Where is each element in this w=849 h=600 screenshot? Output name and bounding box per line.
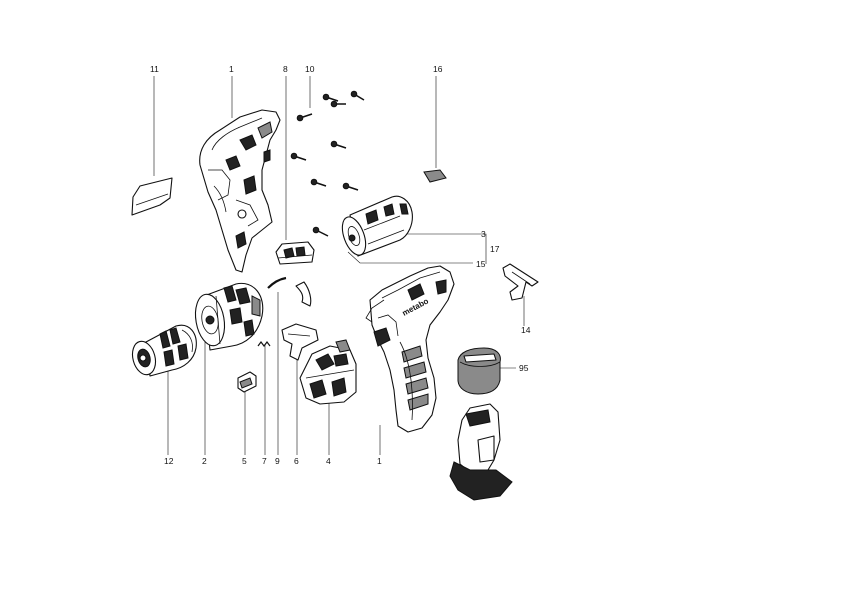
part-label-1-bottom: 1 [377,456,382,466]
part-label-2: 2 [202,456,207,466]
part-1-housing-right-half: metabo [365,265,455,433]
screw [330,100,346,108]
part-3-motor [341,195,413,257]
part-label-6: 6 [294,456,299,466]
leader-17-bracket [478,233,487,264]
part-5-slider [237,371,257,393]
part-2-gearbox [194,282,264,351]
part-label-11: 11 [150,64,159,74]
part-7-spring [257,341,271,347]
screw [330,140,347,149]
battery-pack [449,403,513,501]
part-10-screws [290,90,365,237]
part-label-12: 12 [164,456,174,466]
part-label-14: 14 [521,325,531,335]
part-4-electronic-switch [299,339,357,405]
leader-15 [347,251,473,264]
part-label-95: 95 [519,363,529,373]
part-label-9: 9 [275,456,280,466]
part-label-8: 8 [283,64,288,74]
part-1-housing-left-half [199,109,281,273]
screw [350,90,365,101]
screw [296,113,313,122]
part-8-switch-module [275,241,315,265]
part-label-10: 10 [305,64,315,74]
part-label-17: 17 [490,244,500,254]
screw [322,93,339,102]
screw [310,178,327,187]
part-label-7: 7 [262,456,267,466]
part-14-belt-clip [502,263,539,301]
part-label-16: 16 [433,64,443,74]
part-labels: 11 1 8 10 16 3 17 15 14 95 12 2 5 7 9 6 … [150,64,531,466]
part-label-1-top: 1 [229,64,234,74]
part-11-label-plate [131,177,173,216]
part-95-battery-cap [457,347,501,395]
part-16-pad [423,169,447,183]
part-9-clip [267,276,287,289]
part-6-direction-switch [281,323,319,361]
part-label-15: 15 [476,259,486,269]
part-12-drill-chuck [131,324,197,377]
screw [342,182,359,191]
screw [290,152,307,161]
screw [312,226,329,237]
part-label-5: 5 [242,456,247,466]
leader-lines [153,76,525,455]
part-label-4: 4 [326,456,331,466]
part-carbon-segment [295,281,312,307]
